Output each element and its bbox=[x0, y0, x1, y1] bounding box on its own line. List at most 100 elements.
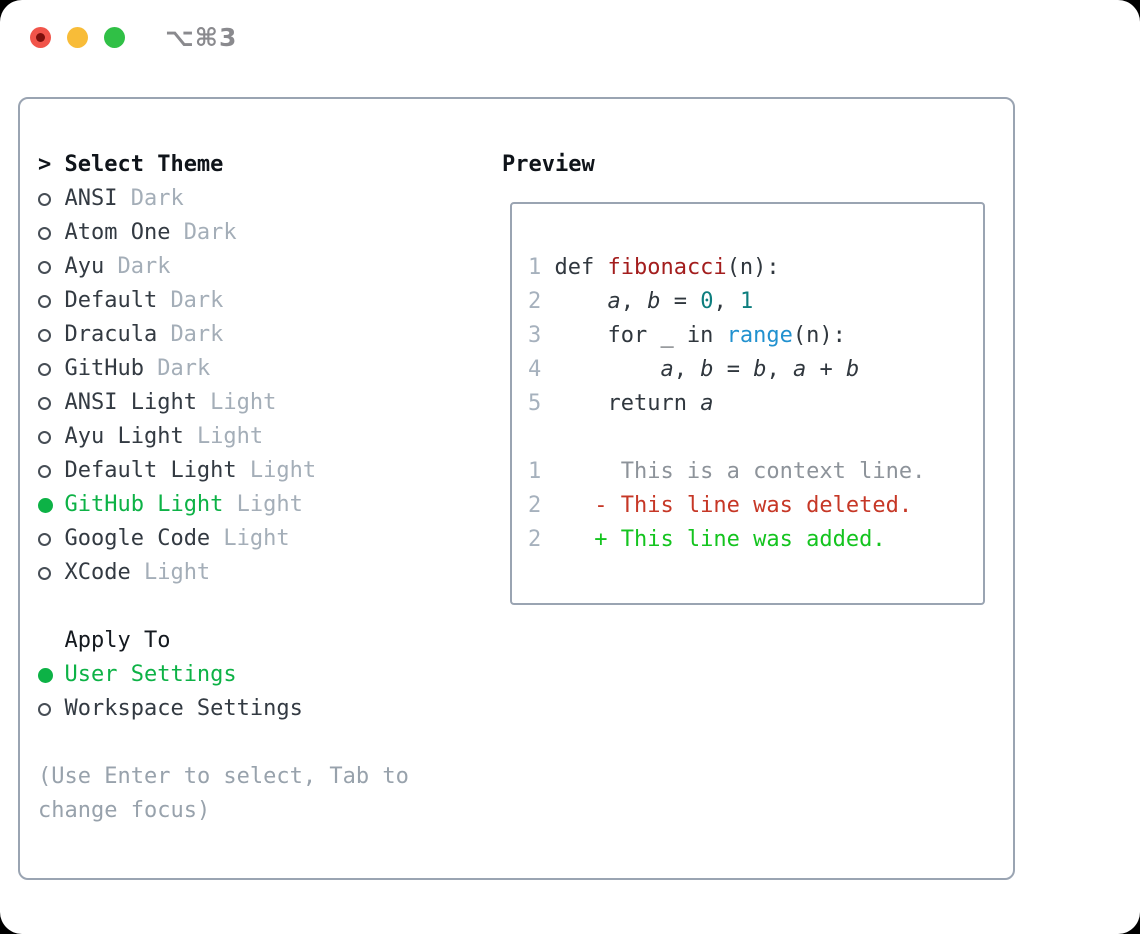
option-label: Ayu Light bbox=[64, 424, 184, 449]
line-content: def fibonacci(n): bbox=[554, 255, 780, 280]
theme-variant-label: Light bbox=[210, 390, 277, 415]
radio-icon bbox=[38, 702, 64, 716]
theme-variant-label: Light bbox=[249, 458, 317, 483]
code-line: 1 def fibonacci(n): bbox=[528, 251, 983, 285]
radio-icon bbox=[38, 192, 64, 206]
line-number: 2 bbox=[528, 527, 542, 552]
option-label: ANSI bbox=[64, 186, 118, 211]
radio-icon bbox=[38, 430, 64, 444]
close-button[interactable] bbox=[30, 27, 51, 48]
theme-option-ayu-light-light[interactable]: Ayu Light Light bbox=[38, 420, 438, 454]
preview-title: Preview bbox=[502, 152, 595, 177]
code-line: 2 a, b = 0, 1 bbox=[528, 285, 983, 319]
line-content: return a bbox=[554, 391, 714, 416]
line-number: 2 bbox=[528, 289, 542, 314]
option-label: GitHub Light bbox=[64, 492, 224, 517]
apply-to-header: Apply To bbox=[38, 624, 438, 658]
theme-variant-label: Dark bbox=[183, 220, 237, 245]
apply-to-title: Apply To bbox=[64, 628, 171, 653]
radio-circle bbox=[38, 328, 51, 342]
theme-variant-label: Light bbox=[236, 492, 303, 517]
radio-circle bbox=[38, 192, 51, 206]
radio-icon bbox=[38, 532, 64, 546]
radio-icon bbox=[38, 464, 64, 478]
code-line: 5 return a bbox=[528, 387, 983, 421]
section-spacer bbox=[38, 590, 438, 624]
apply-option-user-settings[interactable]: User Settings bbox=[38, 658, 438, 692]
radio-circle bbox=[38, 667, 53, 683]
theme-variant-label: Dark bbox=[130, 186, 184, 211]
radio-circle bbox=[38, 702, 51, 716]
keyboard-hint: (Use Enter to select, Tab to change focu… bbox=[38, 764, 409, 823]
option-label: Workspace Settings bbox=[64, 696, 303, 721]
radio-circle bbox=[38, 430, 51, 444]
theme-option-github-dark[interactable]: GitHub Dark bbox=[38, 352, 438, 386]
theme-variant-label: Light bbox=[143, 560, 211, 585]
option-label: XCode bbox=[64, 560, 131, 585]
theme-variant-label: Light bbox=[196, 424, 264, 449]
radio-icon bbox=[38, 328, 64, 342]
radio-icon bbox=[38, 226, 64, 240]
select-theme-header: > Select Theme bbox=[38, 148, 438, 182]
radio-icon bbox=[38, 260, 64, 274]
blank-line bbox=[528, 421, 983, 455]
theme-option-github-light-light[interactable]: GitHub Light Light bbox=[38, 488, 438, 522]
code-line: 4 a, b = b, a + b bbox=[528, 353, 983, 387]
line-number: 3 bbox=[528, 323, 542, 348]
line-content: a, b = 0, 1 bbox=[607, 289, 754, 314]
radio-circle bbox=[38, 260, 51, 274]
radio-circle bbox=[38, 294, 51, 308]
radio-circle bbox=[38, 226, 51, 240]
maximize-button[interactable] bbox=[104, 27, 125, 48]
theme-option-xcode-light[interactable]: XCode Light bbox=[38, 556, 438, 590]
diff-added-line: 2 + This line was added. bbox=[528, 523, 983, 557]
theme-option-ansi-dark[interactable]: ANSI Dark bbox=[38, 182, 438, 216]
line-content: - This line was deleted. bbox=[554, 493, 913, 518]
theme-variant-label: Dark bbox=[157, 356, 211, 381]
option-label: GitHub bbox=[64, 356, 144, 381]
theme-variant-label: Dark bbox=[170, 322, 224, 347]
theme-variant-label: Dark bbox=[117, 254, 171, 279]
minimize-button[interactable] bbox=[67, 27, 88, 48]
line-number: 4 bbox=[528, 357, 542, 382]
radio-selected-icon bbox=[38, 497, 64, 513]
radio-circle bbox=[38, 362, 51, 376]
apply-option-workspace-settings[interactable]: Workspace Settings bbox=[38, 692, 438, 726]
window-title: ⌥⌘3 bbox=[165, 23, 238, 52]
radio-circle bbox=[38, 566, 51, 580]
line-content: + This line was added. bbox=[554, 527, 886, 552]
theme-option-dracula-dark[interactable]: Dracula Dark bbox=[38, 318, 438, 352]
cursor-caret-icon: > bbox=[38, 152, 52, 177]
code-line: 3 for _ in range(n): bbox=[528, 319, 983, 353]
radio-circle bbox=[38, 497, 53, 513]
option-label: Dracula bbox=[64, 322, 158, 347]
line-number: 2 bbox=[528, 493, 542, 518]
line-number: 1 bbox=[528, 459, 542, 484]
close-dot-icon bbox=[36, 33, 45, 42]
radio-icon bbox=[38, 294, 64, 308]
window-titlebar: ⌥⌘3 bbox=[30, 23, 237, 52]
diff-context-line: 1 This is a context line. bbox=[528, 455, 983, 489]
theme-option-default-light-light[interactable]: Default Light Light bbox=[38, 454, 438, 488]
option-label: Default Light bbox=[64, 458, 237, 483]
diff-deleted-line: 2 - This line was deleted. bbox=[528, 489, 983, 523]
preview-header: Preview bbox=[502, 148, 595, 182]
radio-selected-icon bbox=[38, 667, 64, 683]
radio-circle bbox=[38, 532, 51, 546]
line-content: This is a context line. bbox=[554, 459, 926, 484]
line-number: 5 bbox=[528, 391, 542, 416]
radio-icon bbox=[38, 566, 64, 580]
line-number: 1 bbox=[528, 255, 542, 280]
theme-variant-label: Dark bbox=[170, 288, 224, 313]
option-label: Google Code bbox=[64, 526, 211, 551]
